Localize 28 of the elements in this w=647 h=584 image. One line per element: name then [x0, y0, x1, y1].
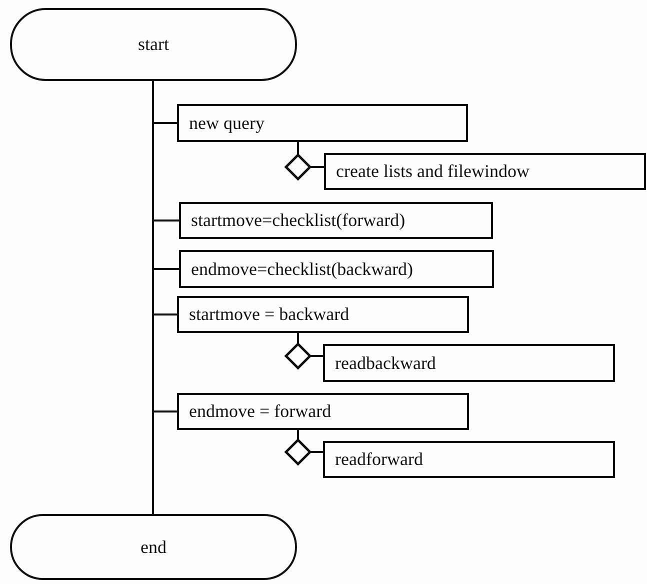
connector-line [152, 81, 177, 412]
connector-line [297, 333, 299, 344]
diamond-symbol [286, 344, 310, 368]
process-box [177, 104, 468, 142]
box-label: readforward [335, 449, 423, 470]
process-box [177, 296, 469, 333]
box-label: readbackward [335, 352, 436, 374]
diamond-symbol [286, 155, 310, 179]
box-label: endmove=checklist(backward) [191, 258, 414, 280]
process-box [179, 250, 494, 288]
connector-line [310, 355, 323, 357]
box-label: start [138, 34, 169, 55]
connector-line [297, 142, 299, 155]
box-label: endmove = forward [189, 401, 332, 422]
process-box [179, 202, 493, 239]
box-label: end [140, 536, 166, 558]
box-label: startmove=checklist(forward) [191, 210, 406, 231]
process-box [177, 393, 469, 430]
box-label: new query [189, 112, 264, 134]
box-label: startmove = backward [189, 304, 350, 325]
connector-line [297, 430, 299, 440]
connector-line [310, 451, 323, 453]
process-box [324, 153, 646, 190]
diamond-symbol [286, 440, 310, 464]
process-box [323, 344, 615, 382]
process-box [323, 441, 615, 478]
box-label: create lists and filewindow [336, 161, 530, 182]
connector-line [310, 166, 324, 168]
